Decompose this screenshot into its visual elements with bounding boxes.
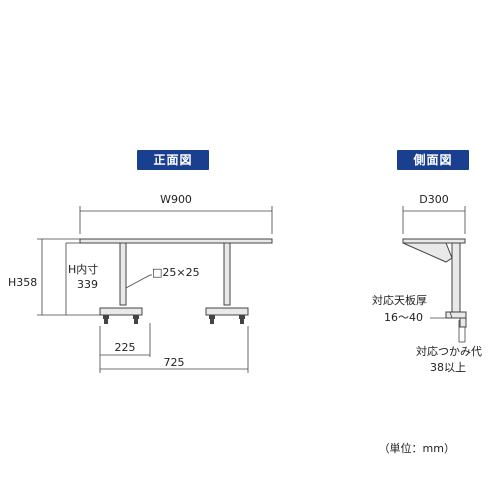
side-table-top [402,238,466,244]
side-post [451,242,461,314]
left-foot [99,307,143,316]
depth-dimension [402,206,466,234]
clamp-grip-dimension [458,320,466,343]
width-label: W900 [160,193,192,206]
clamp-grip-label: 対応つかみ代 [416,344,482,358]
clamp-grip-value: 38以上 [430,361,466,374]
foot-span-dimension [99,326,249,373]
adjusters [103,315,245,324]
table-top [79,238,273,244]
right-foot [205,307,249,316]
inner-height-value: 339 [77,278,98,291]
unit-note: （単位：mm） [378,442,455,455]
clamp-jaw [445,311,467,319]
foot-offset-label: 225 [115,341,136,354]
side-bracket [402,242,453,263]
height-dimension [37,238,100,316]
board-thickness-value: 16～40 [384,311,423,324]
board-thickness-leader [430,311,454,319]
inner-height-label: H内寸 [68,262,98,276]
front-view-title: 正面図 [137,150,209,170]
side-view-title: 側面図 [397,150,469,170]
height-label: H358 [8,276,37,289]
pipe-leader [125,274,152,289]
depth-label: D300 [419,193,448,206]
foot-span-label: 725 [164,356,185,369]
board-thickness-label: 対応天板厚 [372,293,427,307]
right-leg [223,242,231,306]
left-leg [119,242,127,306]
clamp-screw [459,317,467,328]
foot-offset-dimension [99,323,151,357]
width-dimension [79,206,273,234]
pipe-size-label: □25×25 [152,266,200,279]
